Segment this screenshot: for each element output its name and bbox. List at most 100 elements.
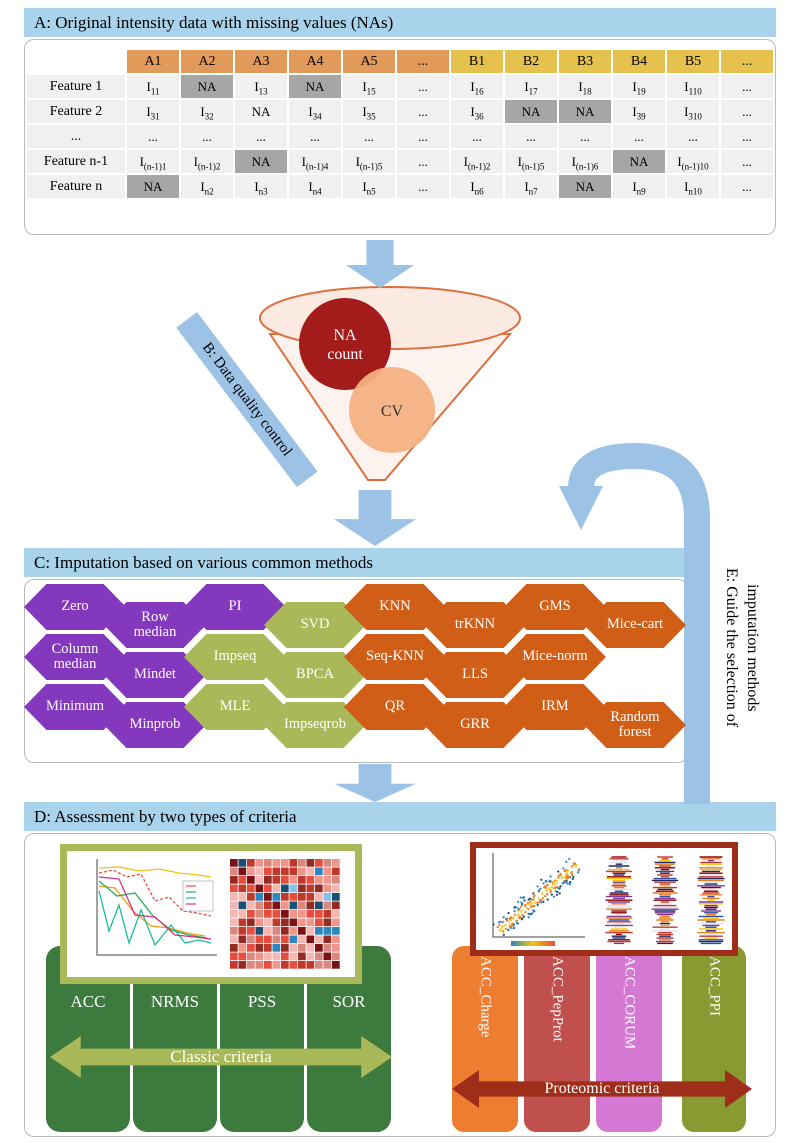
method-label: IRM bbox=[541, 698, 569, 715]
row-label: Feature n-1 bbox=[27, 150, 125, 173]
method-label: Mindet bbox=[134, 666, 176, 683]
column-header-A4: A4 bbox=[289, 50, 341, 73]
criterion-label: PSS bbox=[247, 992, 277, 1011]
method-label: Mice-norm bbox=[522, 648, 588, 665]
correlation-heatmap-thumbnail bbox=[230, 859, 340, 969]
column-header-B4: B4 bbox=[613, 50, 665, 73]
intensity-cell: I110 bbox=[667, 75, 719, 98]
panel-a-header: A: Original intensity data with missing … bbox=[24, 8, 776, 37]
intensity-cell: I(n-1)1 bbox=[127, 150, 179, 173]
intensity-cell: In6 bbox=[451, 175, 503, 198]
intensity-cell: I(n-1)5 bbox=[343, 150, 395, 173]
intensity-cell: I32 bbox=[181, 100, 233, 123]
cv-label: CV bbox=[381, 403, 404, 420]
method-label: KNN bbox=[379, 598, 411, 615]
intensity-cell: ... bbox=[505, 125, 557, 148]
intensity-cell: ... bbox=[667, 125, 719, 148]
na-count-label-1: NA bbox=[333, 327, 357, 344]
panel-e-label-line1: E: Guide the selection of bbox=[723, 568, 740, 728]
na-cell: NA bbox=[235, 150, 287, 173]
na-count-circle bbox=[299, 298, 391, 390]
column-header-A5: A5 bbox=[343, 50, 395, 73]
table-row: ....................................... bbox=[27, 125, 773, 148]
quality-control-funnel: NA count CV bbox=[259, 286, 521, 481]
method-hexagon-column-median: Column median bbox=[24, 634, 126, 680]
intensity-cell: I16 bbox=[451, 75, 503, 98]
intensity-cell: ... bbox=[397, 175, 449, 198]
intensity-cell: I(n-1)5 bbox=[505, 150, 557, 173]
intensity-cell: ... bbox=[721, 150, 773, 173]
criterion-column-acc-charge: ACC_Charge bbox=[452, 946, 518, 1132]
na-cell: NA bbox=[613, 150, 665, 173]
intensity-cell: ... bbox=[721, 75, 773, 98]
na-cell: NA bbox=[505, 100, 557, 123]
na-cell: NA bbox=[235, 100, 287, 123]
method-label: LLS bbox=[462, 666, 488, 683]
column-header-A2: A2 bbox=[181, 50, 233, 73]
column-header-A3: A3 bbox=[235, 50, 287, 73]
intensity-cell: ... bbox=[289, 125, 341, 148]
criterion-label: SOR bbox=[332, 992, 366, 1011]
intensity-cell: ... bbox=[397, 125, 449, 148]
criterion-label: ACC_PPI bbox=[706, 956, 723, 1017]
criterion-column-acc-corum: ACC_CORUM bbox=[596, 946, 662, 1132]
criterion-label: ACC_PepProt bbox=[549, 956, 566, 1042]
column-header-B3: B3 bbox=[559, 50, 611, 73]
line-chart-thumbnail bbox=[96, 859, 217, 956]
intensity-cell: I39 bbox=[613, 100, 665, 123]
cv-circle bbox=[349, 367, 435, 453]
row-label: Feature n bbox=[27, 175, 125, 198]
column-header-...: ... bbox=[397, 50, 449, 73]
intensity-cell: In3 bbox=[235, 175, 287, 198]
method-label: trKNN bbox=[454, 616, 496, 633]
method-hexagon-minprob: Minprob bbox=[104, 702, 206, 748]
method-label: Column median bbox=[51, 640, 99, 672]
na-count-label-2: count bbox=[327, 346, 363, 363]
proteomic-criteria-figure-frame bbox=[470, 842, 738, 956]
na-cell: NA bbox=[127, 175, 179, 198]
intensity-cell: ... bbox=[397, 75, 449, 98]
method-label: Zero bbox=[61, 598, 89, 615]
intensity-cell: ... bbox=[181, 125, 233, 148]
intensity-cell: I(n-1)6 bbox=[559, 150, 611, 173]
intensity-cell: In4 bbox=[289, 175, 341, 198]
criterion-label: ACC_CORUM bbox=[621, 956, 638, 1050]
intensity-cell: ... bbox=[721, 100, 773, 123]
criterion-label: ACC_Charge bbox=[477, 956, 494, 1038]
column-header-A1: A1 bbox=[127, 50, 179, 73]
intensity-cell: In9 bbox=[613, 175, 665, 198]
method-label: QR bbox=[384, 698, 406, 715]
intensity-cell: I13 bbox=[235, 75, 287, 98]
method-hexagon-mice-cart: Mice-cart bbox=[584, 602, 686, 648]
criterion-label: ACC bbox=[70, 992, 106, 1011]
intensity-cell: I310 bbox=[667, 100, 719, 123]
intensity-cell: I15 bbox=[343, 75, 395, 98]
method-label: MLE bbox=[219, 698, 251, 715]
method-label: Minimum bbox=[45, 698, 104, 715]
method-label: SVD bbox=[300, 616, 330, 633]
method-label: GMS bbox=[539, 598, 571, 615]
method-hexagon-knn: KNN bbox=[344, 584, 446, 630]
intensity-cell: I(n-1)2 bbox=[181, 150, 233, 173]
method-label: Random forest bbox=[610, 708, 660, 740]
panel-e-label-line2: imputation methods bbox=[744, 584, 761, 712]
column-header-B5: B5 bbox=[667, 50, 719, 73]
intensity-cell: In7 bbox=[505, 175, 557, 198]
criterion-column-acc-ppi: ACC_PPI bbox=[682, 946, 746, 1132]
intensity-cell: ... bbox=[559, 125, 611, 148]
intensity-cell: I31 bbox=[127, 100, 179, 123]
panel-c-header: C: Imputation based on various common me… bbox=[24, 548, 688, 577]
intensity-cell: ... bbox=[235, 125, 287, 148]
na-cell: NA bbox=[559, 175, 611, 198]
classic-criteria-figure-frame bbox=[60, 844, 362, 984]
flow-arrow-c-to-d bbox=[334, 764, 416, 802]
method-label: Seq-KNN bbox=[366, 648, 424, 665]
